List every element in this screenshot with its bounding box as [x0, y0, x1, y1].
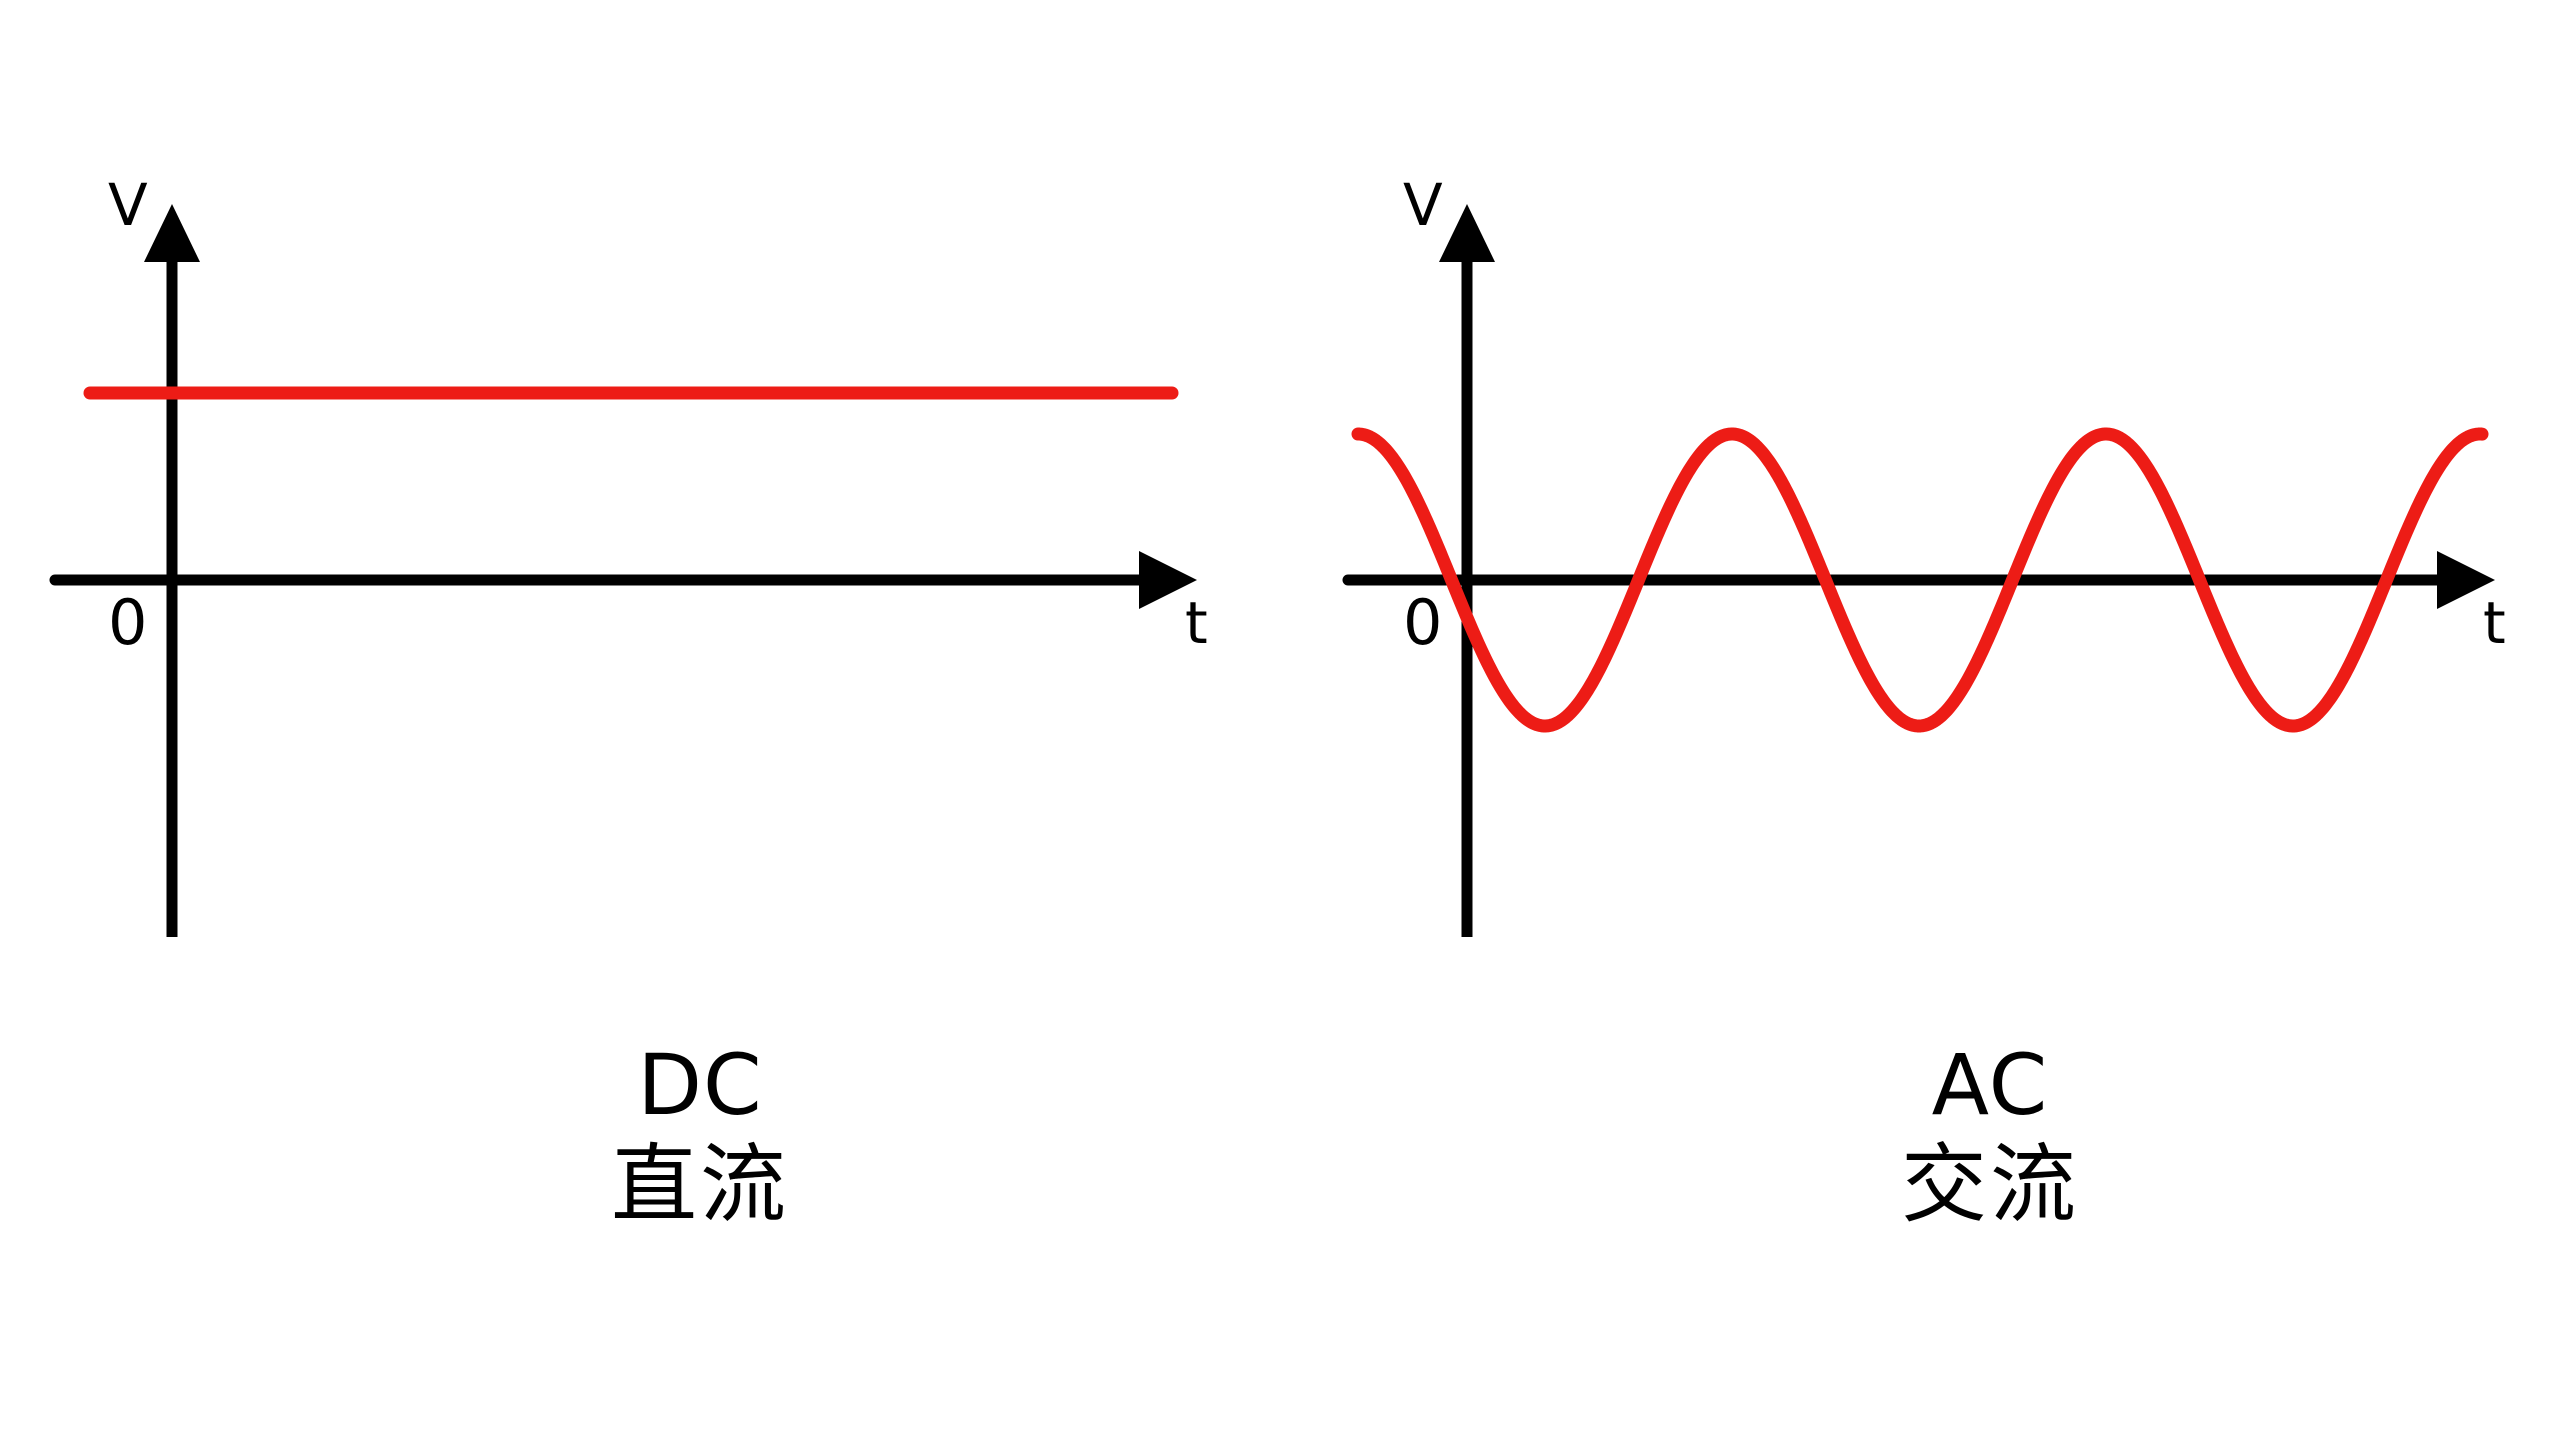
ac-caption-cjk: 交流 [1901, 1135, 2079, 1236]
ac-y-axis-label: V [1403, 171, 1443, 239]
dc-origin-label: 0 [108, 586, 148, 659]
ac-y-axis-arrowhead [1439, 204, 1495, 262]
ac-x-axis-arrowhead [2437, 551, 2495, 609]
dc-caption: DC 直流 [400, 1036, 1000, 1237]
dc-caption-cjk: 直流 [611, 1135, 789, 1236]
ac-waveform-line [1351, 427, 2489, 733]
dc-y-axis-label: V [108, 171, 148, 239]
ac-x-axis-label: t [2483, 589, 2506, 657]
dc-x-axis-arrowhead [1139, 551, 1197, 609]
ac-origin-label: 0 [1403, 586, 1443, 659]
dc-caption-latin: DC [637, 1036, 763, 1134]
ac-plot-area [1342, 204, 2495, 937]
ac-caption-latin: AC [1931, 1036, 2049, 1134]
ac-panel: V 0 t AC 交流 [1300, 0, 2560, 1440]
dc-plot-area [49, 204, 1197, 937]
dc-panel: V 0 t DC 直流 [49, 171, 1208, 1237]
dc-x-axis-label: t [1185, 589, 1208, 657]
dc-y-axis-arrowhead [144, 204, 200, 262]
ac-caption: AC 交流 [1690, 1036, 2290, 1237]
